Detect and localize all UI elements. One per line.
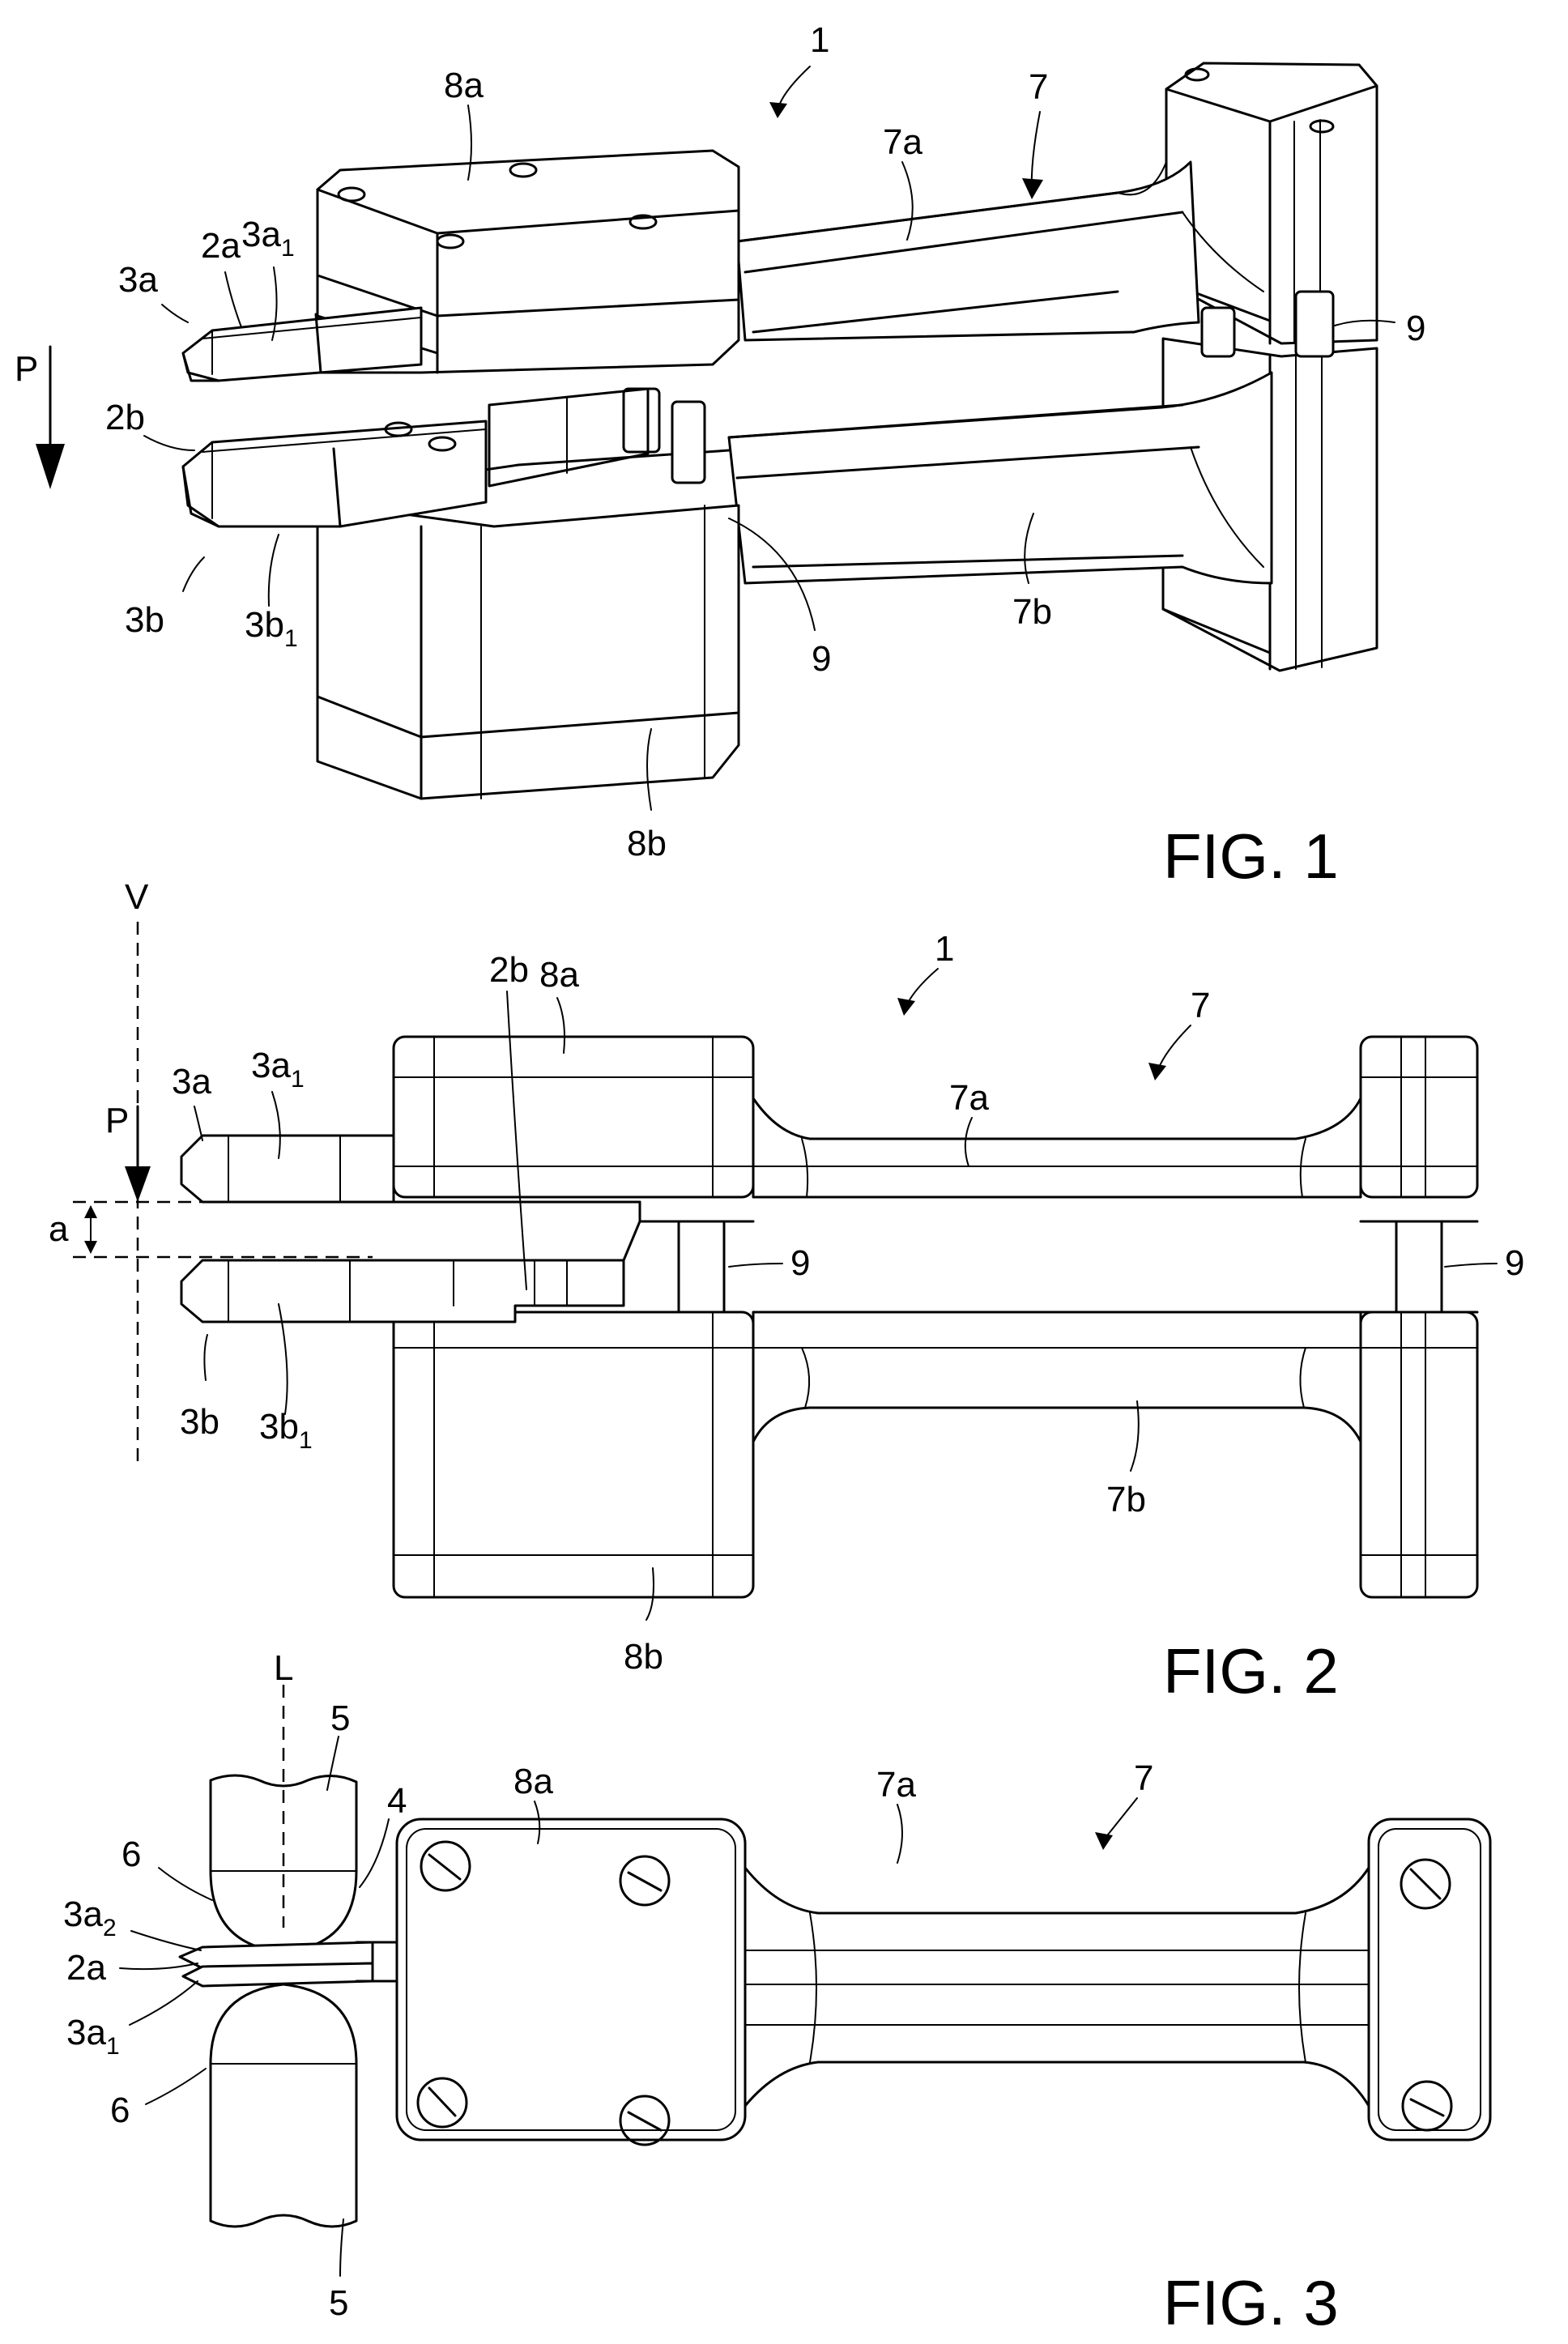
fig3-leader-4 xyxy=(360,1819,389,1887)
fig1-leader-3b xyxy=(183,557,204,591)
fig1-label-post-front: 9 xyxy=(812,639,831,679)
fig3-label-frame: 7 xyxy=(1134,1758,1153,1798)
fig1-frame-arm-7b xyxy=(729,373,1272,583)
fig3-leader-3a2 xyxy=(131,1931,201,1950)
fig3-label-subpart-1: 3a1 xyxy=(66,2013,120,2060)
fig2-label-force: P xyxy=(105,1101,129,1140)
fig2-device-arrow xyxy=(897,969,938,1016)
fig2-label-device: 1 xyxy=(935,929,954,969)
fig1-label-frame-upper-arm: 7a xyxy=(883,122,922,162)
fig2-label-frame-upper-arm: 7a xyxy=(949,1078,989,1118)
fig2-frame-arm-7b xyxy=(753,1312,1361,1442)
fig1-label-lower-tool: 3b xyxy=(125,600,164,640)
fig3-frame-arrow xyxy=(1095,1798,1137,1850)
fig2-leader-7b xyxy=(1131,1401,1139,1471)
fig3-label-roller-face-top: 6 xyxy=(121,1835,141,1874)
fig1-label-lower-block: 8b xyxy=(627,824,667,863)
fig2-front-view: 1 7 7a 7b 8a 8b 9 9 3a 3b 2b 3a1 3b1 P V… xyxy=(49,877,1524,1707)
fig2-frame-end-block-upper xyxy=(1361,1037,1477,1197)
fig2-label-lower-block: 8b xyxy=(624,1637,663,1677)
fig1-label-lower-blade: 2b xyxy=(105,398,145,437)
fig3-label-workpiece: 4 xyxy=(387,1781,407,1821)
fig1-leader-3a xyxy=(162,305,188,322)
fig2-post-left xyxy=(679,1221,724,1312)
fig1-leader-2b xyxy=(144,436,194,450)
fig1-label-frame: 7 xyxy=(1029,67,1048,107)
fig1-label-upper-block: 8a xyxy=(444,66,484,105)
fig2-label-post-right: 9 xyxy=(1505,1243,1524,1283)
fig1-label-upper-tool: 3a xyxy=(118,260,158,300)
fig2-label-lower-tool: 3b xyxy=(180,1402,219,1442)
fig1-leader-2a xyxy=(225,272,241,327)
fig2-label-frame-lower-arm: 7b xyxy=(1106,1480,1146,1519)
fig2-label-upper-tool: 3a xyxy=(172,1062,211,1102)
fig1-device-arrow xyxy=(769,66,810,118)
fig1-perspective-view: 1 7 7a 7b 8a 8b 9 9 3a 3b 2a 2b 3a1 3b1 … xyxy=(15,20,1425,892)
fig2-lower-block-8b xyxy=(394,1312,753,1597)
fig3-label-frame-upper-arm: 7a xyxy=(876,1765,916,1805)
fig1-lower-tool-3b xyxy=(183,421,486,526)
fig2-label-post-left: 9 xyxy=(790,1243,810,1283)
fig1-label-upper-blade: 2a xyxy=(201,226,241,266)
fig3-label-roller-bottom: 5 xyxy=(329,2283,348,2323)
fig3-leader-3a1 xyxy=(130,1981,198,2025)
fig3-label-axis: L xyxy=(274,1648,293,1688)
fig2-leader-3a xyxy=(194,1106,202,1140)
fig2-leader-3b xyxy=(204,1335,207,1380)
fig2-label-frame: 7 xyxy=(1191,986,1210,1025)
fig3-frame-arm-7a xyxy=(745,1868,1369,2106)
fig2-frame-end-block-lower xyxy=(1361,1312,1477,1597)
fig2-frame-arm-7a xyxy=(753,1098,1361,1197)
fig3-leader-5-bottom xyxy=(340,2219,343,2276)
fig2-label-lower-subpart: 3b1 xyxy=(259,1407,313,1454)
fig3-label-subpart-2: 3a2 xyxy=(63,1894,117,1941)
fig2-label-upper-subpart: 3a1 xyxy=(251,1046,305,1093)
fig2-leader-9-right xyxy=(1445,1264,1497,1267)
fig3-label-upper-block: 8a xyxy=(513,1762,553,1801)
fig2-post-right xyxy=(1396,1221,1442,1312)
fig3-label-blade: 2a xyxy=(66,1948,106,1988)
fig3-blade-2a xyxy=(180,1942,397,1986)
fig2-label-blade: 2b xyxy=(489,950,529,990)
fig1-label-frame-lower-arm: 7b xyxy=(1012,592,1052,632)
fig3-leader-2a xyxy=(120,1963,198,1969)
fig1-leader-3b1 xyxy=(269,535,279,606)
fig3-upper-block-8a xyxy=(397,1819,745,2145)
fig2-gap-dimension xyxy=(73,1202,640,1257)
fig1-force-arrow xyxy=(36,347,65,489)
fig1-label-device: 1 xyxy=(810,20,829,60)
fig3-label-roller-face-bottom: 6 xyxy=(110,2090,130,2130)
fig2-leader-9-left xyxy=(729,1264,782,1267)
fig3-label-roller-top: 5 xyxy=(330,1698,350,1738)
fig1-label-post: 9 xyxy=(1406,309,1425,348)
fig3-caption: FIG. 3 xyxy=(1163,2267,1339,2338)
fig1-label-force: P xyxy=(15,349,38,389)
fig2-lower-tool-3b xyxy=(181,1221,640,1322)
fig1-caption: FIG. 1 xyxy=(1163,820,1339,892)
fig2-upper-block-8a xyxy=(394,1037,753,1197)
fig3-leader-6-bottom xyxy=(146,2069,206,2104)
fig3-frame-end-block xyxy=(1369,1819,1490,2140)
fig1-label-lower-subpart: 3b1 xyxy=(245,605,298,652)
fig1-frame-arrow xyxy=(1022,112,1043,199)
fig1-label-upper-subpart: 3a1 xyxy=(241,215,295,262)
fig1-frame-arm-7a xyxy=(737,162,1263,340)
fig3-roller-lower xyxy=(211,1984,356,2227)
fig2-caption: FIG. 2 xyxy=(1163,1635,1339,1707)
fig3-leader-6-top xyxy=(159,1868,212,1900)
fig3-top-view: 7 7a 8a L 5 5 4 6 6 2a 3a2 3a1 FIG. 3 xyxy=(63,1648,1490,2338)
fig2-label-upper-block: 8a xyxy=(539,955,579,995)
fig2-label-axis: V xyxy=(125,877,149,917)
fig2-label-gap: a xyxy=(49,1209,69,1249)
fig1-central-mechanism xyxy=(489,389,705,486)
fig2-frame-arrow xyxy=(1148,1025,1191,1080)
fig3-leader-7a xyxy=(897,1805,902,1863)
